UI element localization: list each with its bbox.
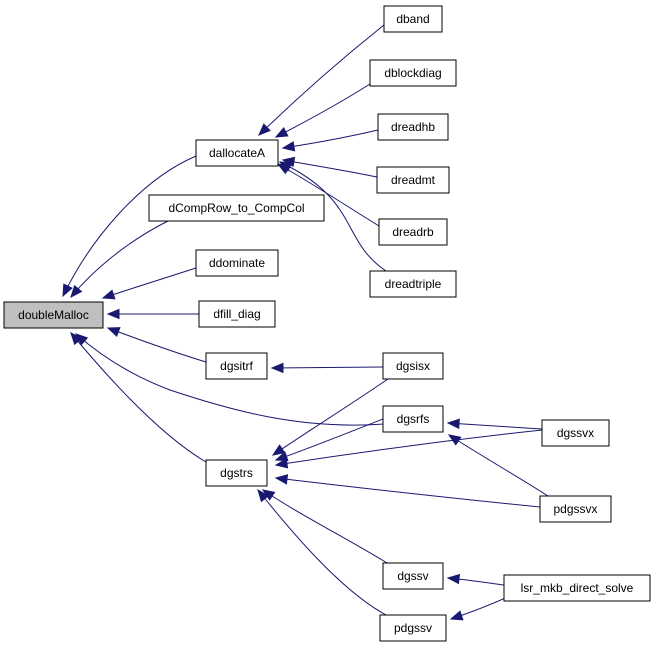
arrowhead-icon [278,161,293,172]
node-dblockdiag[interactable]: dblockdiag [369,59,457,87]
node-dreadhb[interactable]: dreadhb [377,113,449,141]
node-label-dgssvx: dgssvx [557,426,594,440]
node-label-dblockdiag: dblockdiag [384,66,441,80]
edge-dgssv-to-dgstrs [262,489,388,564]
edge-dgsrfs-to-doubleMalloc [75,333,384,426]
arrowhead-icon [62,283,73,298]
node-dband[interactable]: dband [383,5,443,33]
edge-pdgssvx-to-dgstrs [275,477,541,508]
node-pdgssvx[interactable]: pdgssvx [539,495,612,523]
node-label-dfill_diag: dfill_diag [213,307,260,321]
node-pdgssv[interactable]: pdgssv [379,614,447,642]
node-label-dgsrfs: dgsrfs [397,412,430,426]
node-dreadmt[interactable]: dreadmt [376,166,450,194]
edge-dgsrfs-to-dgstrs [275,418,384,461]
arrowhead-icon [274,127,289,138]
node-label-dallocateA: dallocateA [209,146,265,160]
node-dgssvx[interactable]: dgssvx [541,419,610,447]
node-label-dreadrb: dreadrb [392,225,434,239]
node-doubleMalloc[interactable]: doubleMalloc [3,301,104,329]
arrowhead-icon [281,141,296,152]
edge-ddominate-to-doubleMalloc [102,267,197,299]
node-dallocateA[interactable]: dallocateA [195,139,279,167]
node-label-dband: dband [396,12,429,26]
node-label-dreadmt: dreadmt [391,173,436,187]
arrowhead-icon [274,458,289,469]
node-label-pdgssv: pdgssv [394,621,432,635]
node-label-pdgssvx: pdgssvx [553,502,597,516]
node-lsr_mkb_direct_solve[interactable]: lsr_mkb_direct_solve [503,574,651,602]
edge-dgstrs-to-doubleMalloc [70,332,207,463]
node-label-lsr_mkb_direct_solve: lsr_mkb_direct_solve [521,581,634,595]
edge-dCompRow_to_CompCol-to-doubleMalloc [70,220,169,298]
nodes-layer: doubleMalloc dallocateA dCompRow_to_Comp… [3,5,651,642]
edge-dgssvx-to-dgstrs [275,429,543,466]
arrowhead-icon [257,488,270,503]
edge-dgsisx-to-dgstrs [272,378,389,456]
arrowhead-icon [101,289,116,300]
node-dgstrs[interactable]: dgstrs [205,459,268,487]
arrowhead-icon [70,284,83,299]
node-label-doubleMalloc: doubleMalloc [18,308,89,322]
edge-dallocateA-to-doubleMalloc [62,155,197,297]
node-label-dreadtriple: dreadtriple [385,277,442,291]
node-label-dgsitrf: dgsitrf [220,359,253,373]
node-dgsrfs[interactable]: dgsrfs [382,405,444,433]
edge-dblockdiag-to-dallocateA [275,83,371,138]
edge-dgssvx-to-dgsrfs [447,422,543,430]
arrowhead-icon [446,418,460,429]
edge-pdgssv-to-dgstrs [257,489,387,616]
node-dgssv[interactable]: dgssv [382,562,444,590]
arrowhead-icon [70,331,83,346]
arrowhead-icon [446,573,460,585]
arrowhead-icon [270,362,284,374]
node-dreadtriple[interactable]: dreadtriple [369,270,457,298]
arrowhead-icon [271,444,286,456]
node-dfill_diag[interactable]: dfill_diag [198,300,276,328]
node-ddominate[interactable]: ddominate [195,249,279,277]
arrowhead-icon [274,451,289,462]
node-dCompRow_to_CompCol[interactable]: dCompRow_to_CompCol [148,194,325,222]
edge-dgsitrf-to-doubleMalloc [107,327,207,363]
node-label-dgsisx: dgsisx [396,359,430,373]
node-dgsitrf[interactable]: dgsitrf [205,352,268,380]
node-dreadrb[interactable]: dreadrb [378,218,448,246]
node-dgsisx[interactable]: dgsisx [382,352,444,380]
edge-dreadmt-to-dallocateA [282,159,378,178]
arrowhead-icon [447,434,462,446]
arrowhead-icon [258,123,271,136]
node-label-dgstrs: dgstrs [220,466,253,480]
arrowhead-icon [106,327,121,337]
edges-layer [62,24,549,621]
arrowhead-icon [274,474,289,485]
arrowhead-icon [106,308,120,320]
arrowhead-icon [449,610,464,621]
edge-dband-to-dallocateA [258,24,385,136]
edge-dreadhb-to-dallocateA [282,129,379,149]
edge-pdgssvx-to-dgsrfs [448,434,549,497]
node-label-ddominate: ddominate [209,256,265,270]
edge-dgsisx-to-dgsitrf [271,366,384,369]
node-label-dCompRow_to_CompCol: dCompRow_to_CompCol [168,201,304,215]
edge-dreadtriple-to-dallocateA [279,161,387,272]
node-label-dreadhb: dreadhb [391,120,435,134]
node-label-dgssv: dgssv [397,569,428,583]
